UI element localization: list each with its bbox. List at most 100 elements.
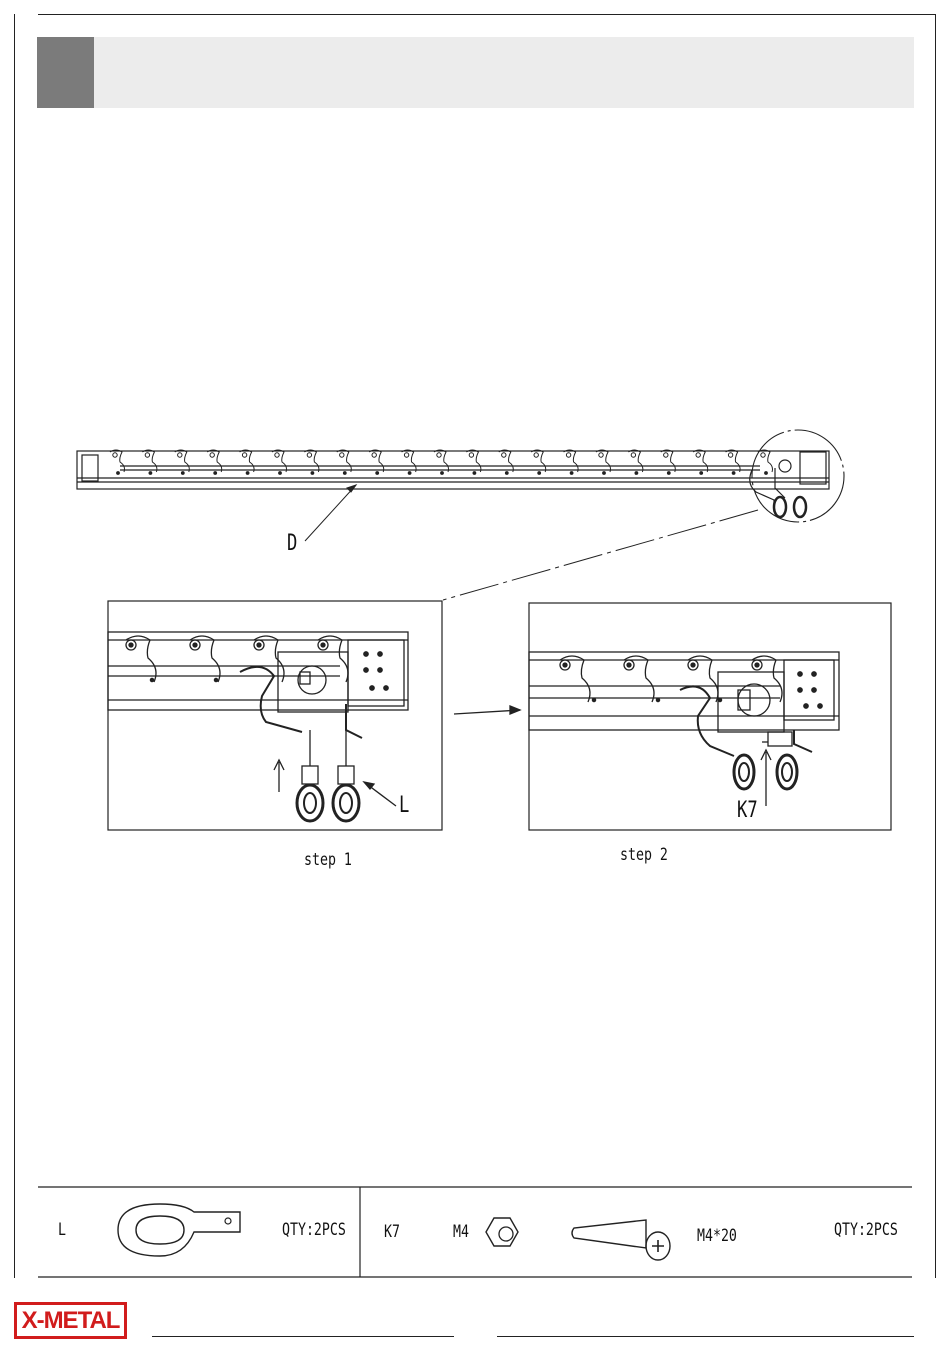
rail-dot: [149, 472, 152, 475]
glider-hook: [207, 450, 222, 472]
label-d: D: [287, 531, 297, 556]
step2-carriage: [718, 672, 784, 732]
rail-dot: [732, 472, 735, 475]
step2-bracket-hole: [812, 672, 816, 676]
step-transition-arrowhead: [510, 706, 520, 714]
part-nut-label: M4: [453, 1222, 469, 1242]
glider-hook: [304, 450, 319, 472]
glider-roller: [145, 453, 149, 457]
rail-end-bracket-left: [82, 455, 98, 481]
rail-dot: [246, 472, 249, 475]
step2-track-dot: [656, 698, 659, 701]
glider-hook: [466, 450, 481, 472]
glider-hook: [726, 450, 741, 472]
step1-frame: [108, 601, 442, 830]
step1-carriage-plate: [300, 672, 310, 684]
rail-dot: [408, 472, 411, 475]
step2-ring-right-inner: [782, 763, 792, 781]
glider-roller: [178, 453, 182, 457]
label-l: L: [399, 793, 409, 818]
step2-caption: step 2: [620, 845, 668, 865]
part-screw-cross: [652, 1240, 664, 1252]
step2-bracket-hole: [798, 672, 802, 676]
rail-dot: [473, 472, 476, 475]
part-l-hole: [225, 1218, 231, 1224]
step1-tab-left: [302, 766, 318, 784]
part-l-qty: QTY:2PCS: [282, 1220, 346, 1240]
step2-bracket-hole: [798, 688, 802, 692]
glider-hook: [693, 450, 708, 472]
rail-dot: [279, 472, 282, 475]
step1-bracket-hole: [378, 652, 382, 656]
step2-glider-axle: [563, 663, 567, 667]
part-l-id: L: [58, 1220, 66, 1240]
rail-dot: [570, 472, 573, 475]
glider-hook: [272, 450, 287, 472]
step1-glider-axle: [193, 643, 197, 647]
step1-carriage-wheel: [298, 666, 326, 694]
glider-roller: [340, 453, 344, 457]
rail-dot: [603, 472, 606, 475]
step1-tab-right: [338, 766, 354, 784]
glider-hook: [596, 450, 611, 472]
glider-hook: [661, 450, 676, 472]
rail-dot: [635, 472, 638, 475]
glider-hook: [240, 450, 255, 472]
glider-roller: [242, 453, 246, 457]
step2-carriage-wheel: [738, 684, 770, 716]
step1-end-bracket: [348, 640, 404, 706]
step1-bracket-hole: [364, 652, 368, 656]
glider-roller: [210, 453, 214, 457]
step2-arm-right: [794, 730, 812, 752]
overview-ring-left: [774, 497, 786, 517]
glider-roller: [113, 453, 117, 457]
step1-bracket-hole: [370, 686, 374, 690]
part-l-slot: [136, 1216, 184, 1244]
part-nut-bore: [499, 1227, 513, 1241]
glider-hook: [337, 450, 352, 472]
step2-ring-left: [734, 755, 754, 789]
glider-roller: [502, 453, 506, 457]
glider-hook: [531, 450, 546, 472]
overview-rail: [77, 450, 829, 517]
step1-glider-axle: [129, 643, 133, 647]
step1-ring-right-inner: [340, 793, 352, 813]
step2-glider-axle: [691, 663, 695, 667]
rail-dot: [214, 472, 217, 475]
glider-roller: [728, 453, 732, 457]
part-screw-shank: [572, 1220, 646, 1248]
step2-ring-right: [777, 755, 797, 789]
step2-track-dot: [718, 698, 721, 701]
step1-bracket-hole: [364, 668, 368, 672]
overview-arm-left: [750, 470, 774, 512]
step2-bracket-hole: [812, 688, 816, 692]
step2-track-dot: [592, 698, 595, 701]
glider-hook: [175, 450, 190, 472]
glider-roller: [696, 453, 700, 457]
step1-ring-left: [297, 785, 323, 821]
zoom-leader: [443, 510, 758, 600]
glider-roller: [437, 453, 441, 457]
part-screw-label: M4*20: [697, 1226, 737, 1246]
step2-rail-outline: [529, 652, 839, 730]
step1-glider-axle: [321, 643, 325, 647]
glider-roller: [566, 453, 570, 457]
step1-bracket-hole: [378, 668, 382, 672]
glider-roller: [404, 453, 408, 457]
step2-glider-axle: [755, 663, 759, 667]
rail-end-bracket-right: [800, 452, 826, 484]
rail-dot: [117, 472, 120, 475]
overview-roller: [779, 460, 791, 472]
glider-hook: [564, 450, 579, 472]
glider-roller: [469, 453, 473, 457]
label-k7: K7: [737, 798, 758, 823]
step1-carriage: [278, 652, 348, 712]
step1-ring-left-inner: [304, 793, 316, 813]
glider-roller: [275, 453, 279, 457]
glider-hook: [402, 450, 417, 472]
rail-dot: [506, 472, 509, 475]
glider-roller: [534, 453, 538, 457]
glider-hook: [142, 450, 157, 472]
step1-glider-axle: [257, 643, 261, 647]
glider-roller: [631, 453, 635, 457]
